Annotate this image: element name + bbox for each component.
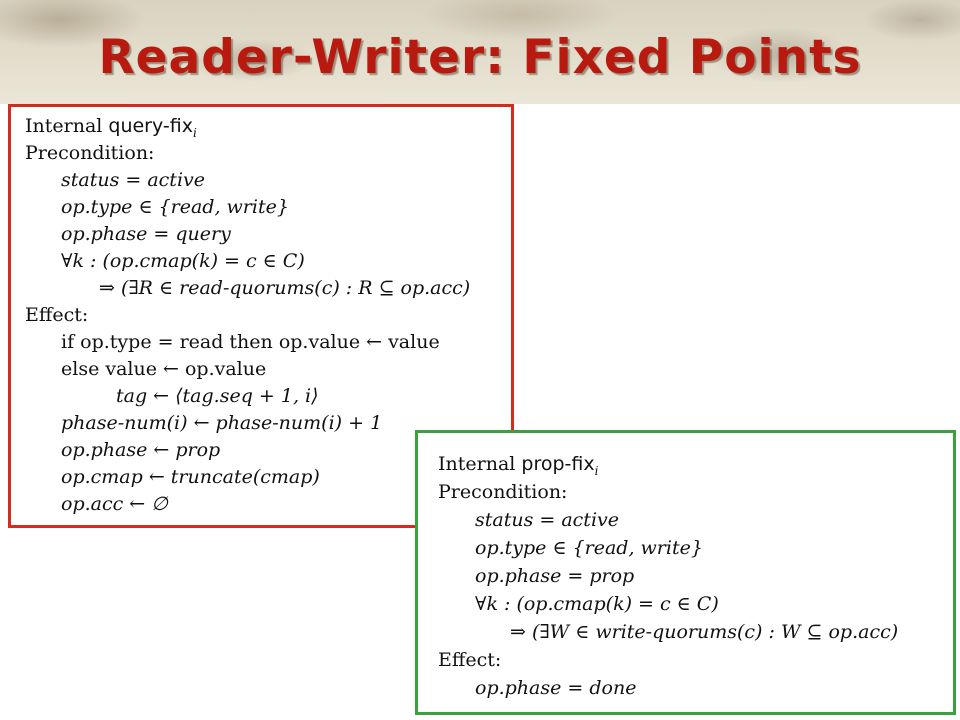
action-name: query-fix	[108, 115, 193, 137]
precondition-line: op.type ∈ {read, write}	[61, 196, 289, 218]
effect-line: if op.type = read then op.value ← value	[61, 331, 440, 353]
action-subscript: i	[594, 463, 599, 478]
effect-line: op.phase = done	[475, 677, 637, 699]
effect-line: op.cmap ← truncate(cmap)	[61, 466, 320, 488]
prop-fix-header: Internal prop-fixi	[438, 455, 598, 477]
effect-label: Effect:	[438, 649, 502, 671]
precondition-line: ⇒ (∃R ∈ read-quorums(c) : R ⊆ op.acc)	[99, 277, 471, 299]
precondition-label: Precondition:	[25, 142, 155, 164]
precondition-line: status = active	[475, 509, 619, 531]
precondition-line: status = active	[61, 169, 205, 191]
precondition-line: ∀k : (op.cmap(k) = c ∈ C)	[475, 593, 719, 615]
precondition-line: ⇒ (∃W ∈ write-quorums(c) : W ⊆ op.acc)	[510, 621, 899, 643]
precondition-line: ∀k : (op.cmap(k) = c ∈ C)	[61, 250, 305, 272]
effect-label: Effect:	[25, 304, 89, 326]
precondition-line: op.phase = query	[61, 223, 231, 245]
action-name: prop-fix	[521, 453, 595, 475]
title-banner	[0, 0, 960, 104]
effect-line: tag ← ⟨tag.seq + 1, i⟩	[116, 385, 319, 407]
header-prefix: Internal	[25, 115, 109, 137]
query-fix-header: Internal query-fixi	[25, 117, 197, 139]
prop-fix-box: Internal prop-fixi Precondition: status …	[415, 430, 956, 715]
effect-line: else value ← op.value	[61, 358, 267, 380]
effect-line: op.acc ← ∅	[61, 493, 168, 515]
slide-title: Reader-Writer: Fixed Points	[98, 30, 862, 85]
precondition-line: op.type ∈ {read, write}	[475, 537, 703, 559]
effect-line: op.phase ← prop	[61, 439, 221, 461]
precondition-line: op.phase = prop	[475, 565, 635, 587]
header-prefix: Internal	[438, 453, 522, 475]
precondition-label: Precondition:	[438, 481, 568, 503]
action-subscript: i	[192, 125, 197, 140]
effect-line: phase-num(i) ← phase-num(i) + 1	[61, 412, 383, 434]
query-fix-box: Internal query-fixi Precondition: status…	[8, 104, 514, 528]
